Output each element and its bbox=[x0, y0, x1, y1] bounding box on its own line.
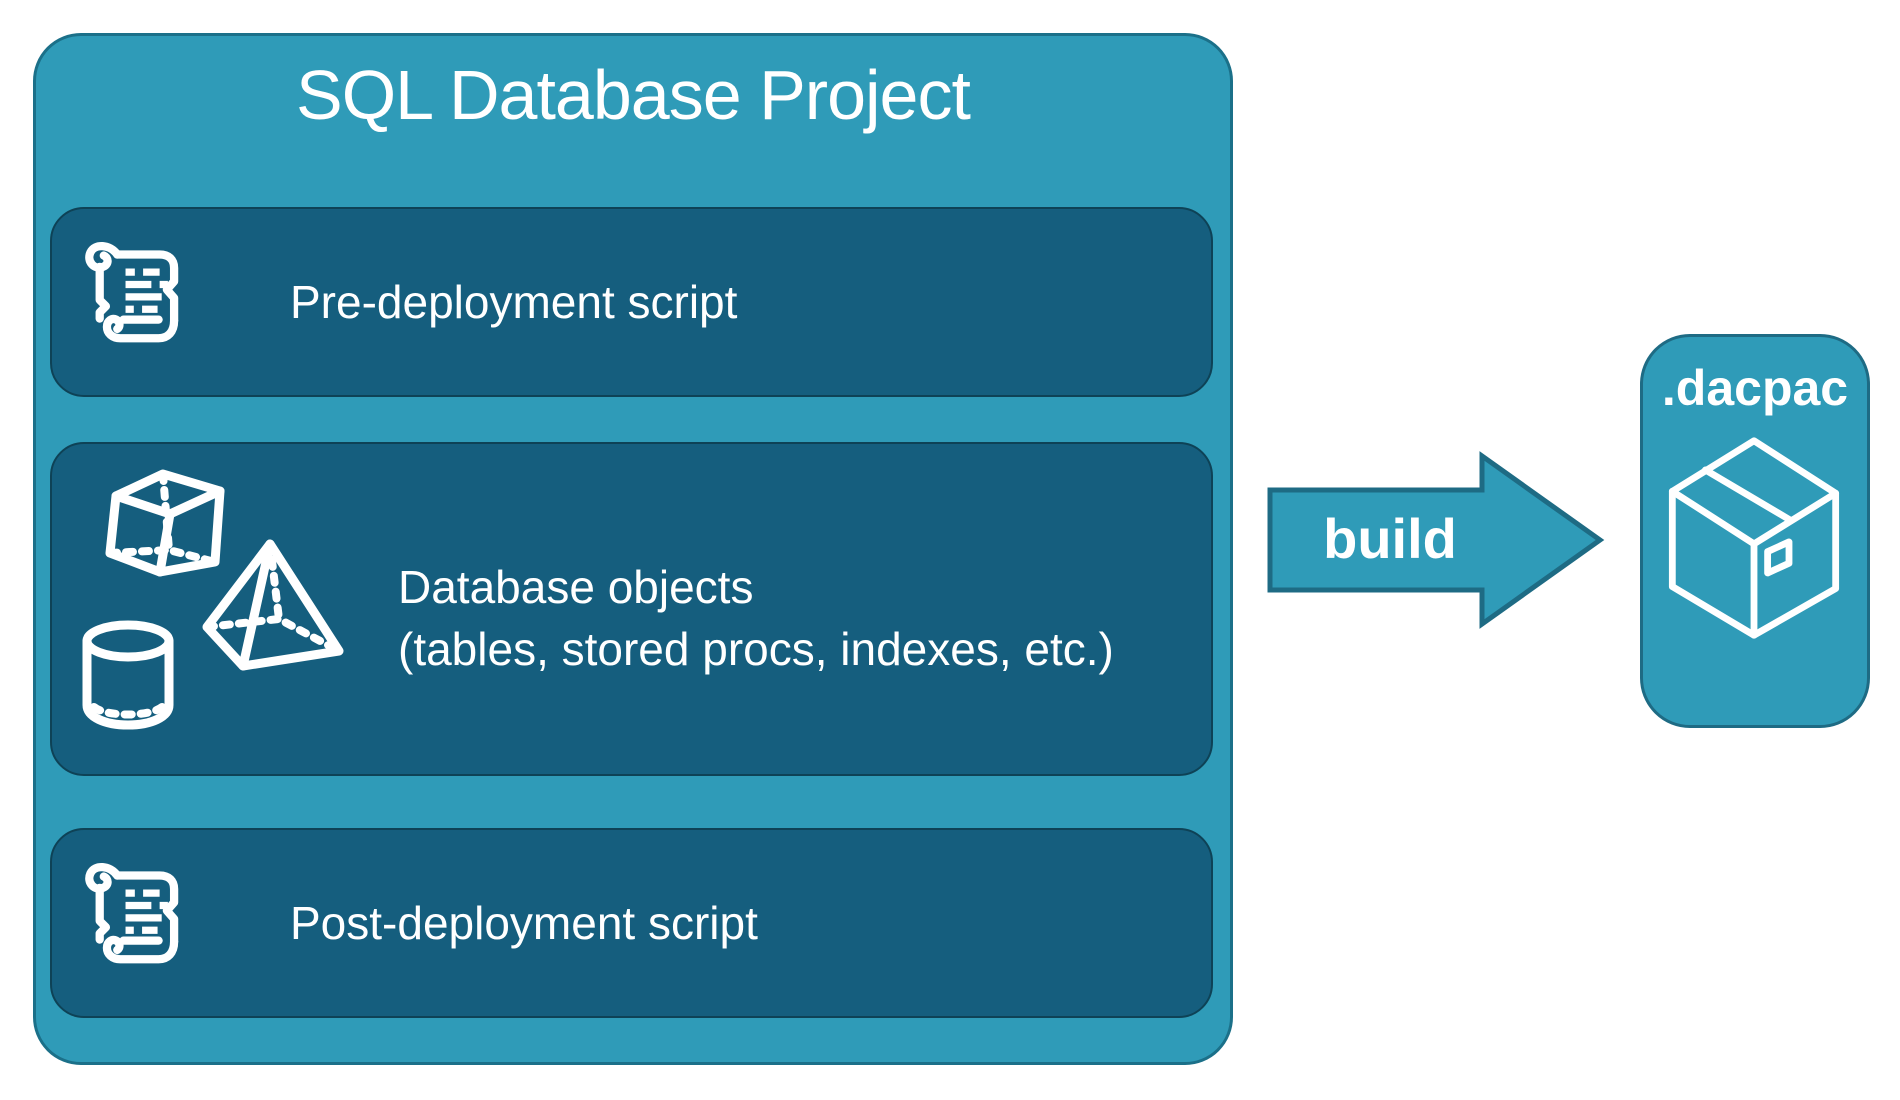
panel-database-objects bbox=[50, 442, 1213, 776]
panel-pre-deployment-label: Pre-deployment script bbox=[290, 276, 738, 328]
scroll-icon bbox=[78, 859, 202, 983]
scroll-icon bbox=[78, 238, 202, 362]
panel-post-deployment bbox=[50, 828, 1213, 1018]
build-arrow-icon bbox=[1266, 449, 1608, 631]
panel-post-deployment-label: Post-deployment script bbox=[290, 897, 758, 949]
panel-database-objects-label: Database objects (tables, stored procs, … bbox=[398, 556, 1114, 680]
cube-icon bbox=[105, 468, 225, 580]
package-icon bbox=[1666, 433, 1842, 643]
dacpac-box bbox=[1640, 334, 1870, 728]
database-objects-line2: (tables, stored procs, indexes, etc.) bbox=[398, 623, 1114, 675]
database-objects-line1: Database objects bbox=[398, 561, 754, 613]
pyramid-icon bbox=[202, 539, 344, 671]
cylinder-icon bbox=[80, 618, 176, 732]
build-label: build bbox=[1323, 507, 1457, 570]
panel-pre-deployment bbox=[50, 207, 1213, 397]
project-title: SQL Database Project bbox=[296, 56, 971, 134]
dacpac-title: .dacpac bbox=[1661, 360, 1849, 416]
